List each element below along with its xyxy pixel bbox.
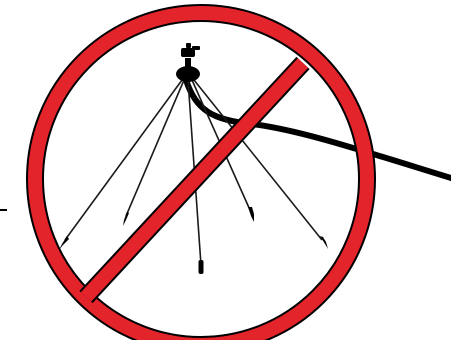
- leg-tip-4: [248, 207, 254, 222]
- sprinkler-nozzle-arm: [192, 46, 200, 50]
- leg-tip-3: [199, 260, 204, 274]
- hose: [186, 80, 451, 178]
- sprinkler-stem: [185, 58, 191, 70]
- sprinkler-head-icon: [176, 43, 200, 82]
- sprinkler-cap: [186, 43, 191, 48]
- sprinkler-leg-tips: [59, 207, 328, 274]
- leg-tip-1: [59, 236, 69, 250]
